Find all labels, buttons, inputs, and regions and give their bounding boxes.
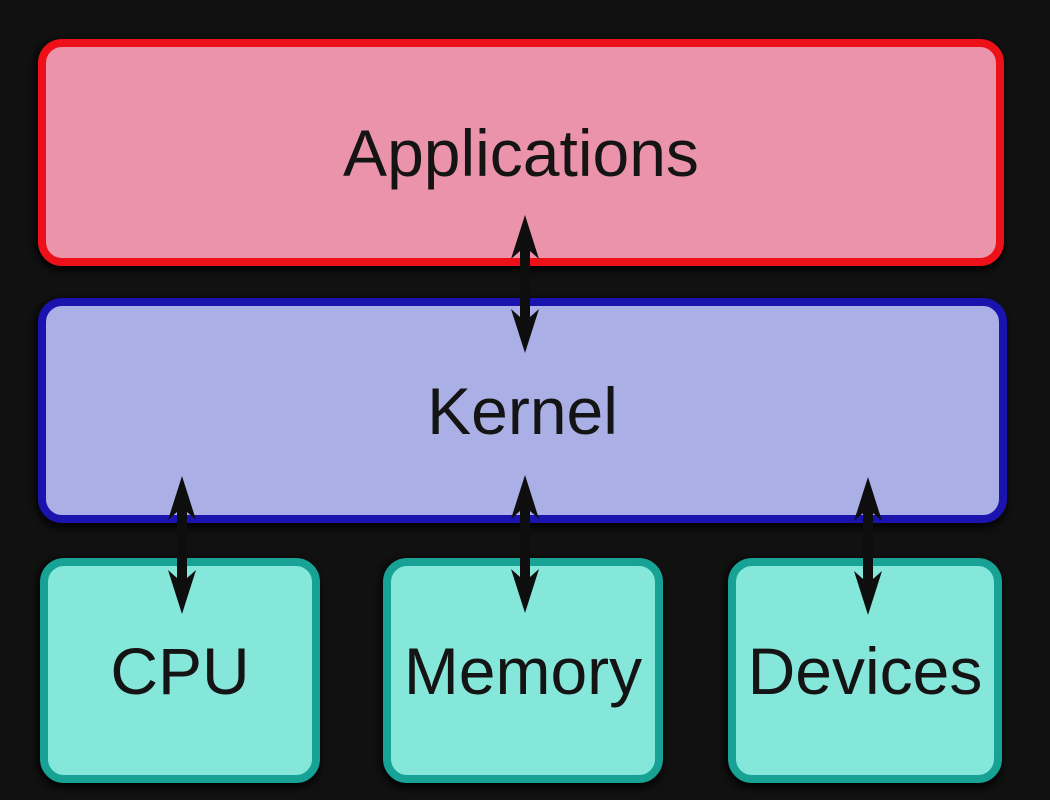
node-devices-label: Devices	[747, 633, 983, 708]
node-kernel-label: Kernel	[427, 373, 618, 448]
double-arrow-kernel-devices-icon	[854, 477, 882, 615]
double-arrow-applications-kernel-icon	[511, 215, 539, 353]
node-cpu: CPU	[40, 558, 320, 783]
node-cpu-label: CPU	[110, 633, 250, 708]
double-arrow-kernel-cpu-icon	[168, 476, 196, 614]
double-arrow-kernel-memory-icon	[511, 475, 539, 613]
node-applications-label: Applications	[343, 115, 699, 190]
node-memory-label: Memory	[403, 633, 643, 708]
